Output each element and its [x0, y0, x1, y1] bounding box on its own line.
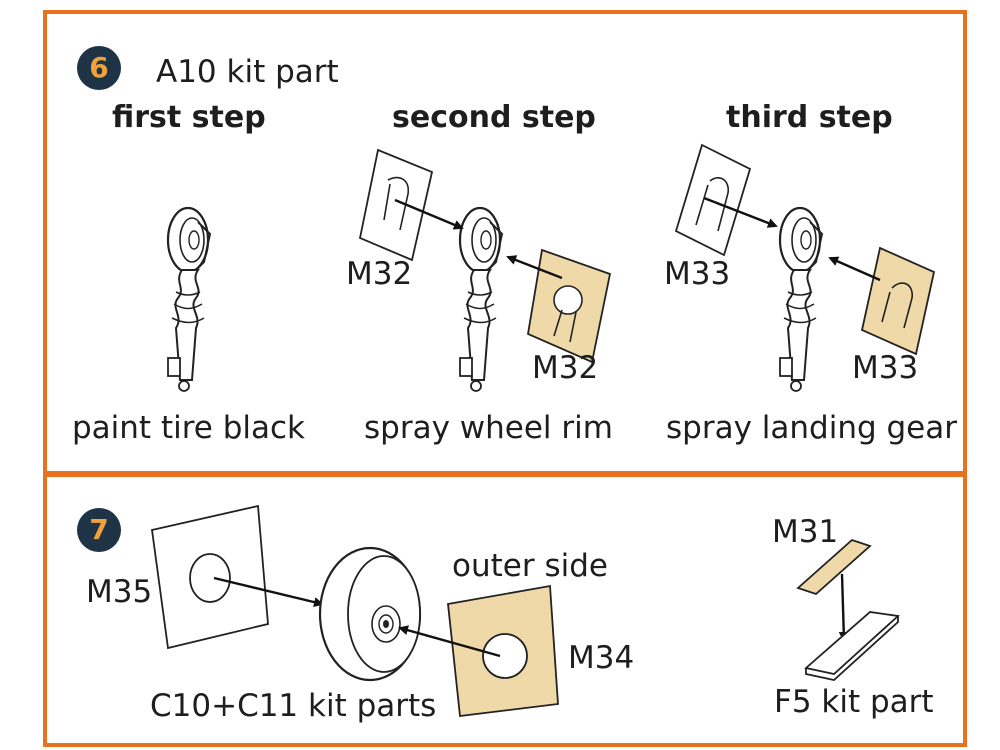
- heading-second-step: second step: [392, 100, 596, 135]
- mask-frame-m33: [674, 143, 752, 257]
- step-6-badge: 6: [77, 46, 121, 90]
- arrow-m33-gear: [828, 256, 881, 282]
- caption-second-step: spray wheel rim: [364, 410, 613, 446]
- step-7-badge: 7: [77, 508, 121, 552]
- label-m33-mask: M33: [852, 350, 919, 386]
- label-m34: M34: [568, 640, 635, 676]
- label-m32-mask: M32: [532, 350, 599, 386]
- caption-third-step: spray landing gear: [666, 410, 957, 446]
- arrow-m33-frame: [703, 196, 778, 228]
- label-f5: F5 kit part: [774, 684, 934, 720]
- heading-third-step: third step: [726, 100, 893, 135]
- label-m32-frame: M32: [346, 256, 413, 292]
- label-m31: M31: [772, 514, 839, 550]
- landing-gear-second: [458, 206, 504, 393]
- arrow-m34: [398, 625, 501, 658]
- step-7-panel: [43, 473, 967, 747]
- label-m35: M35: [86, 574, 153, 610]
- mask-m34: [447, 584, 559, 718]
- mask-gear-m33: [860, 246, 936, 356]
- strip-m31: [796, 538, 872, 596]
- mask-rim-m32: [526, 248, 612, 364]
- step-6-title: A10 kit part: [156, 54, 339, 90]
- arrow-m35: [213, 576, 324, 607]
- arrow-m32-rim: [506, 255, 563, 280]
- part-f5: [804, 611, 901, 681]
- label-outer-side: outer side: [452, 548, 608, 584]
- landing-gear-third: [778, 206, 824, 393]
- arrow-m32-frame: [394, 198, 464, 230]
- heading-first-step: first step: [112, 100, 266, 135]
- caption-first-step: paint tire black: [72, 410, 305, 446]
- arrow-m31: [838, 573, 849, 642]
- landing-gear-first: [166, 206, 212, 393]
- wheel-c10-c11: [318, 546, 422, 682]
- mask-m35: [150, 504, 269, 650]
- label-wheel-parts: C10+C11 kit parts: [150, 688, 437, 724]
- mask-frame-m32: [358, 148, 434, 262]
- label-m33-frame: M33: [664, 256, 731, 292]
